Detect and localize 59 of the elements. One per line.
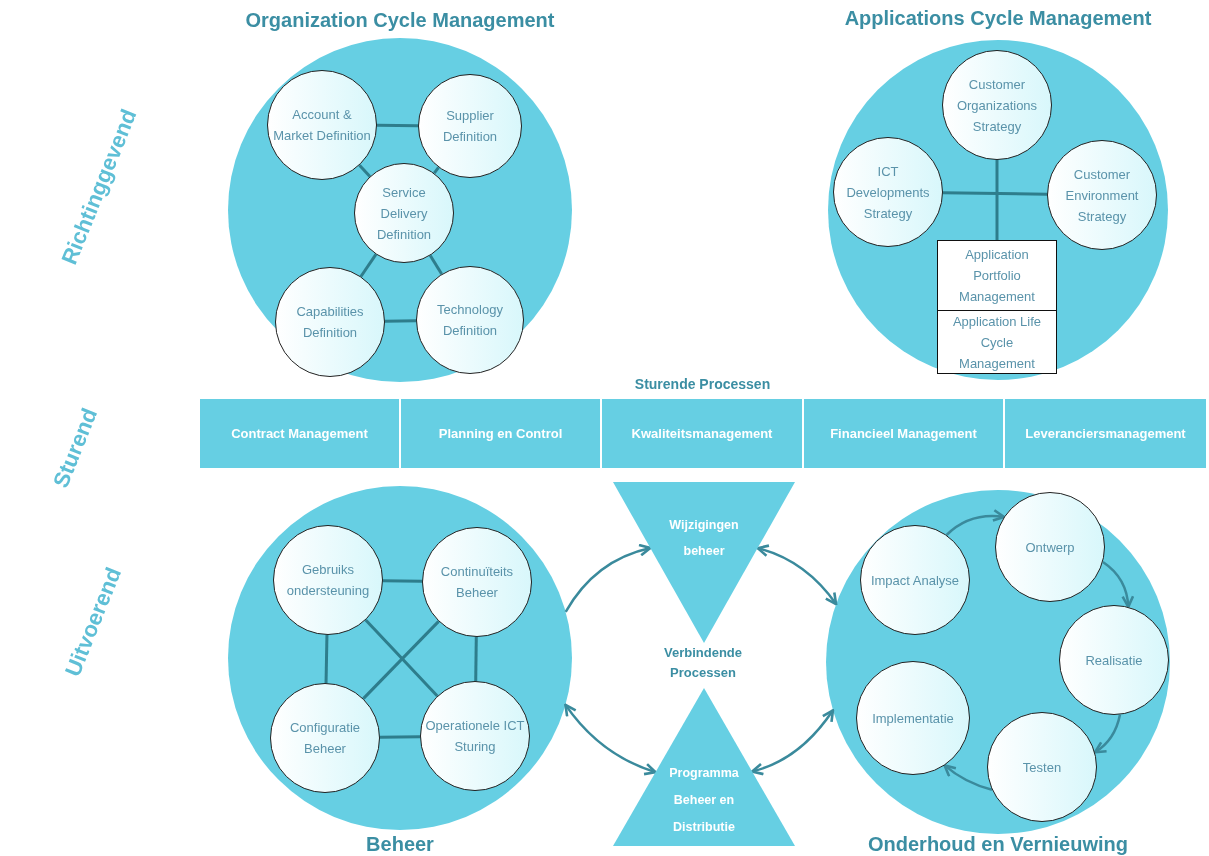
process-cell [200, 399, 401, 468]
process-cell [804, 399, 1005, 468]
arrow [945, 509, 1006, 536]
circle-label: Supplier Definition [441, 107, 499, 146]
arrow [564, 703, 657, 776]
arrow [564, 544, 652, 613]
arrow [756, 544, 838, 606]
box-label: Application Portfolio Management [958, 246, 1036, 306]
section-title: Sturende Processen [633, 375, 772, 394]
circle-label: ICT Developments Strategy [845, 162, 931, 223]
process-cell [401, 399, 602, 468]
circle-label: Realisatie [1084, 651, 1144, 670]
connector-line [377, 123, 418, 128]
group-title: Organization Cycle Management [244, 8, 556, 32]
connector-line [359, 253, 378, 278]
circle-label: Impact Analyse [869, 571, 961, 590]
circle-label: Customer Organizations Strategy [955, 75, 1039, 136]
connector-line [358, 164, 371, 178]
triangle-label: Wijzigingen beheer [668, 517, 740, 560]
circle-label: Customer Environment Strategy [1064, 165, 1140, 226]
cell-label: Financieel Management [830, 426, 977, 441]
connector-line [382, 579, 423, 583]
arrow [750, 709, 835, 776]
circle-label: Continuïteits Beheer [439, 563, 515, 602]
cell-label: Planning en Control [438, 426, 563, 441]
connector-line [942, 191, 1048, 196]
circle-label: Ontwerp [1024, 538, 1076, 557]
process-cell [602, 399, 804, 468]
box-label: Application Life Cycle Management [951, 312, 1043, 373]
cell-label: Leveranciersmanagement [1025, 426, 1186, 441]
arrow [1102, 560, 1134, 609]
connector-line [379, 735, 421, 739]
circle-label: Implementatie [871, 709, 955, 728]
circle-label: Gebruiks ondersteuning [285, 561, 371, 600]
circle-label: Capabilities Definition [295, 303, 365, 342]
connector-line [995, 160, 999, 240]
center-label: Verbindende Processen [663, 644, 743, 682]
group-title: Beheer [365, 832, 435, 856]
circle-label: Testen [1021, 758, 1063, 777]
connector-line [433, 166, 440, 175]
arrow [943, 764, 993, 791]
cell-label: Kwaliteitsmanagement [631, 426, 773, 441]
circle-label: Service Delivery Definition [375, 183, 433, 244]
triangle-label: Programma Beheer en Distributie [668, 765, 740, 836]
process-box [937, 240, 1057, 311]
connector-line [428, 254, 443, 275]
process-cell [1005, 399, 1208, 468]
cell-label: Contract Management [231, 426, 368, 441]
circle-label: Operationele ICT Sturing [424, 717, 526, 756]
group-title: Onderhoud en Vernieuwing [867, 832, 1129, 856]
arrow [1093, 714, 1122, 754]
connector-line [324, 634, 329, 684]
circle-label: Account & Market Definition [272, 106, 372, 145]
circle-label: Configuratie Beheer [288, 719, 362, 758]
circle-label: Technology Definition [436, 301, 504, 340]
connector-line [384, 319, 417, 323]
process-box [937, 310, 1057, 374]
connector-line [474, 636, 478, 682]
group-title: Applications Cycle Management [843, 6, 1153, 30]
